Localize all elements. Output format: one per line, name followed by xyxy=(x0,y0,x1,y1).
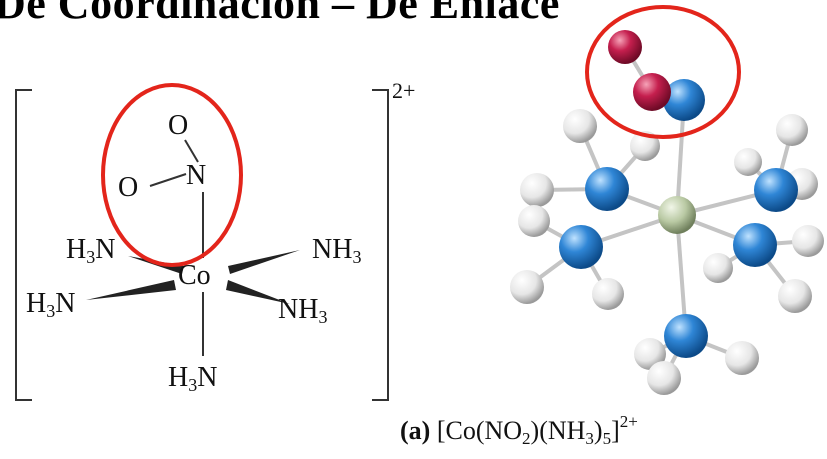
bond-o-n-top xyxy=(184,139,199,163)
caption-tag: (a) xyxy=(400,416,431,445)
ligand-nh3-upper-right: NH3 xyxy=(312,234,362,267)
atom-co: Co xyxy=(178,260,211,291)
highlight-circle-model xyxy=(585,5,741,139)
atom-n: N xyxy=(186,160,207,191)
ball-stick-atoms xyxy=(510,30,824,395)
atom-o-top: O xyxy=(168,110,189,141)
ligand-nh3-lower-right: NH3 xyxy=(278,294,328,327)
wedge-upper-left xyxy=(128,256,184,274)
wedge-lower-right xyxy=(226,280,290,304)
ligand-h3n-bottom: H3N xyxy=(168,362,218,395)
wedge-upper-right xyxy=(228,250,300,274)
complex-charge: 2+ xyxy=(392,78,416,103)
left-bracket xyxy=(15,89,32,401)
ligand-h3n-lower-left: H3N xyxy=(26,288,76,321)
wedge-lower-left xyxy=(86,280,176,300)
right-bracket xyxy=(372,89,389,401)
bond-o-n-left xyxy=(149,173,187,187)
atom-o-left: O xyxy=(118,172,139,203)
page-title: De Coordinación – De Enlace xyxy=(0,0,560,28)
caption-formula: [Co(NO2)(NH3)5]2+ xyxy=(436,412,638,448)
figure-caption: (a) [Co(NO2)(NH3)5]2+ xyxy=(400,412,638,448)
highlight-circle-structure xyxy=(101,83,243,267)
ligand-h3n-upper-left: H3N xyxy=(66,234,116,267)
